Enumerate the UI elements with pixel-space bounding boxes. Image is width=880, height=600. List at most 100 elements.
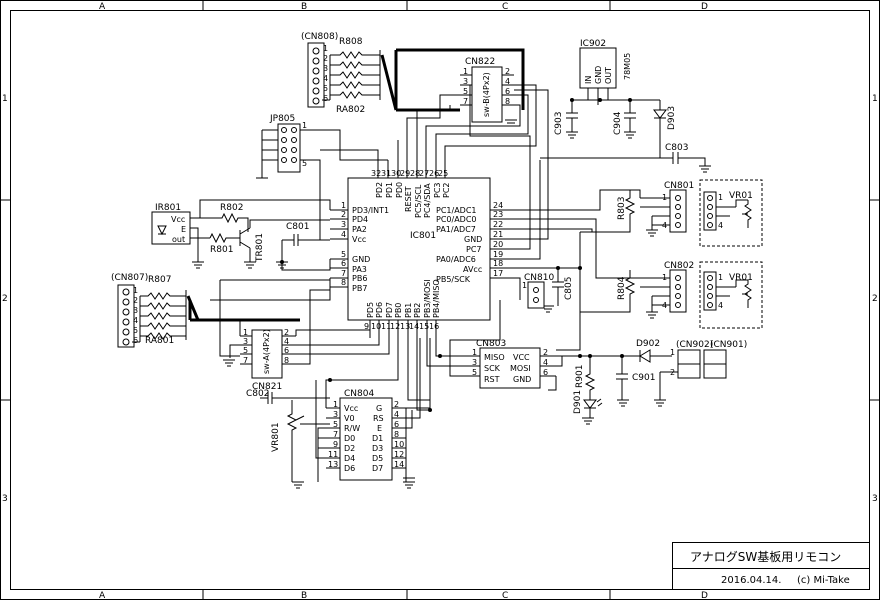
ic801-pin-12-name: PB0 [394,303,403,318]
cn822-ref: CN822 [465,57,495,67]
cn821-pin-1: 1 [243,328,248,337]
cn804-sig-d4: D4 [344,454,355,463]
ic801-pin-24-num: 24 [493,201,503,210]
r807-resistor-array: R807 RA801 [132,275,187,346]
cn804-pin-11: 11 [328,450,338,459]
ir801-pin-e: E [181,225,186,234]
cn821-pin-8: 8 [284,356,289,365]
cn822-pin-5: 5 [463,87,468,96]
cn804-pin-12: 12 [394,450,404,459]
cn804-ref: CN804 [344,389,374,399]
cn902-connector: (CN902) 1 2 [659,340,713,400]
c901-capacitor: C901 [616,356,655,400]
ic801-pin-28-num: 28 [410,169,420,178]
cn807-pin-2: 2 [133,296,138,305]
ic801-pin-10-name: PD6 [375,302,384,318]
wire-lcd-nets [315,338,431,482]
cn808-pin-3: 3 [323,64,328,73]
grid-col-bottom-2: B [301,591,307,600]
ic801-pin-19-name: PA0/ADC6 [436,255,476,264]
cn804-pin-13: 13 [328,460,338,469]
cn807-pin-3: 3 [133,306,138,315]
grid-col-top-2: B [301,2,307,12]
cn803-sig-mosi: MOSI [510,364,531,373]
ic801-pin-3-name: PA2 [352,225,367,234]
ic801-pin-5-name: GND [352,255,370,264]
grid-row-left-1: 1 [2,94,8,104]
grid-row-left-2: 2 [2,294,8,304]
cn804-sig-d1: D1 [372,434,383,443]
ir801-ref: IR801 [155,203,181,213]
cn822-pin-8: 8 [505,97,510,106]
vr01b-ref: VR01 [729,273,753,283]
vr01b-pin-1: 1 [718,273,723,282]
ic801-pin-12-num: 12 [390,322,400,331]
cn803-isp-connector: CN803 MISO VCC SCK MOSI RST GND 1 3 5 2 … [462,339,556,389]
ic801: IC801 1 PD3/INT1 2 PD4 3 PA2 4 Vcc 5 GND… [330,160,508,338]
ic801-pin-29-name: RESET [404,186,413,212]
cn803-pin-1: 1 [472,348,477,357]
ic801-pin-2-num: 2 [341,210,346,219]
ic801-ref: IC801 [410,231,436,241]
cn803-pin-5: 5 [472,368,477,377]
cn804-pin-5: 5 [333,420,338,429]
cn804-pin-7: 7 [333,430,338,439]
grid-col-bottom-1: A [99,591,106,600]
ic801-pin-19-num: 19 [493,250,503,259]
cn821-pin-5: 5 [243,346,248,355]
cn807-pin-6: 6 [133,336,138,345]
ic801-pin-8-num: 8 [341,278,346,287]
ic801-pin-11-name: PD7 [385,302,394,318]
cn803-sig-vcc: VCC [513,353,530,362]
d902-diode: D902 [636,339,672,363]
cn804-sig-v0: V0 [344,414,355,423]
ra801-ref: RA801 [145,336,174,346]
ic801-pin-20-num: 20 [493,240,503,249]
ic801-pin-25-num: 25 [438,169,448,178]
cn902-ref: (CN902) [676,340,713,350]
ic801-pin-22-num: 22 [493,220,503,229]
ic801-pin-24-name: PC1/ADC1 [436,206,477,215]
ic801-pin-13-name: PB1 [404,303,413,318]
vr01a-pin-4: 4 [718,221,723,230]
cn808-pin-2: 2 [323,54,328,63]
c801-capacitor: C801 [281,222,330,262]
cn804-sig-g: G [376,404,382,413]
ic801-pin-21-num: 21 [493,230,503,239]
c805-ref: C805 [564,277,574,300]
r801-ref: R801 [210,245,233,255]
cn902-pin-1: 1 [670,348,675,357]
d903-diode: D903 [653,100,677,158]
cn822-pin-4: 4 [505,77,510,86]
cn803-ref: CN803 [476,339,506,349]
ic801-pin-7-name: PA3 [352,265,367,274]
wire-isp-nets [416,300,640,411]
ic801-pin-27-num: 27 [419,169,429,178]
ic801-pin-31-name: PD1 [385,182,394,198]
cn821-pin-2: 2 [284,328,289,337]
grid-row-right-1: 1 [872,94,878,104]
ic801-pin-9-num: 9 [364,322,369,331]
cn821-label: sw-A(4Px2) [262,329,271,374]
c903-ref: C903 [554,112,564,135]
ic801-pin-8-name: PB6 [352,274,367,283]
c803-capacitor: C803 [540,143,706,166]
cn803-sig-sck: SCK [484,364,501,373]
ic801-pin-32-name: PD2 [375,182,384,198]
c801-ref: C801 [286,222,309,232]
ic801-pin-26-name: PC3 [433,183,442,199]
cn807-pin-4: 4 [133,316,138,325]
cn803-sig-rst: RST [484,375,500,384]
ic801-pin-29-num: 29 [400,169,410,178]
c904-capacitor: C904 [613,100,636,135]
ic801-pin-21-name: GND [464,235,482,244]
ic801-pin-26-num: 26 [429,169,439,178]
cn822-pin-7: 7 [463,97,468,106]
c901-ref: C901 [632,373,655,383]
wire-top-nets [320,84,537,160]
cn822-switch-connector: CN822 sw-B(4Px2) 1 3 5 7 2 4 6 8 [460,57,514,123]
ic801-bottom-pins: PD5 PD6 PD7 PB0 PB1 PB2 PB3/MOSI PB4/MIS… [364,279,441,338]
d903-ref: D903 [667,106,677,130]
grid-col-bottom-4: D [701,591,708,600]
title-block-title: アナログSW基板用リモコン [690,550,841,564]
